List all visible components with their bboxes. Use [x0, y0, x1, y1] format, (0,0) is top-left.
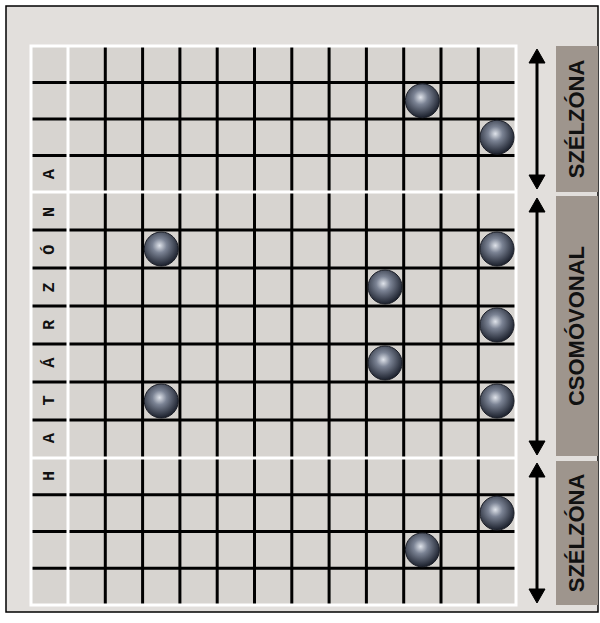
stones	[144, 84, 514, 567]
arrow-head	[529, 49, 545, 63]
grid-line	[290, 46, 293, 605]
board-ground	[31, 46, 516, 605]
stone	[405, 533, 439, 567]
arrow-shaft	[536, 60, 539, 178]
grid-line	[31, 493, 516, 496]
stone	[480, 232, 514, 266]
grid-line	[31, 381, 516, 384]
grid-line	[31, 567, 516, 570]
grid-line	[365, 46, 368, 605]
grid-lines	[31, 46, 516, 605]
zone-name: SZÉLZÓNA	[566, 60, 588, 179]
zone-lines	[31, 46, 516, 605]
grid-line	[31, 343, 516, 346]
stone	[368, 270, 402, 304]
grid-line	[104, 46, 107, 605]
stone	[368, 346, 402, 380]
grid-line	[402, 46, 405, 605]
stone	[144, 384, 178, 418]
arrow-head	[529, 198, 545, 212]
grid-line	[440, 46, 443, 605]
arrow-head	[529, 463, 545, 477]
zone-name: HATÁRZÓNA	[40, 155, 60, 494]
grid-line	[31, 229, 516, 232]
stone	[480, 496, 514, 530]
zone-band: SZÉLZÓNA	[556, 461, 598, 605]
zone-name: SZÉLZÓNA	[566, 474, 588, 593]
arrow-head	[529, 175, 545, 189]
arrow-shaft	[536, 474, 539, 592]
stone	[480, 308, 514, 342]
grid-line	[31, 154, 516, 157]
zone-band: CSOMÓVONAL	[556, 196, 598, 456]
grid-line	[31, 305, 516, 308]
zone-arrows	[529, 49, 545, 603]
zone-line	[67, 46, 70, 605]
grid-line	[178, 46, 181, 605]
arrow-head	[529, 589, 545, 603]
grid-line	[31, 419, 516, 422]
arrow-head	[529, 441, 545, 455]
grid-line	[216, 46, 219, 605]
zone-line	[31, 457, 516, 460]
stone	[144, 232, 178, 266]
stone	[405, 84, 439, 118]
grid-line	[31, 118, 516, 121]
stone	[480, 384, 514, 418]
grid-line	[141, 46, 144, 605]
arrow-shaft	[536, 209, 539, 444]
grid-line	[477, 46, 480, 605]
board-border	[31, 46, 516, 605]
zone-band: SZÉLZÓNA	[556, 46, 598, 192]
grid-line	[328, 46, 331, 605]
zone-line	[31, 191, 516, 194]
grid-line	[31, 81, 516, 84]
grid-line	[31, 530, 516, 533]
grid-line	[253, 46, 256, 605]
stone	[480, 120, 514, 154]
grid-line	[31, 267, 516, 270]
outer-frame	[6, 6, 598, 612]
zone-name: CSOMÓVONAL	[566, 246, 588, 406]
